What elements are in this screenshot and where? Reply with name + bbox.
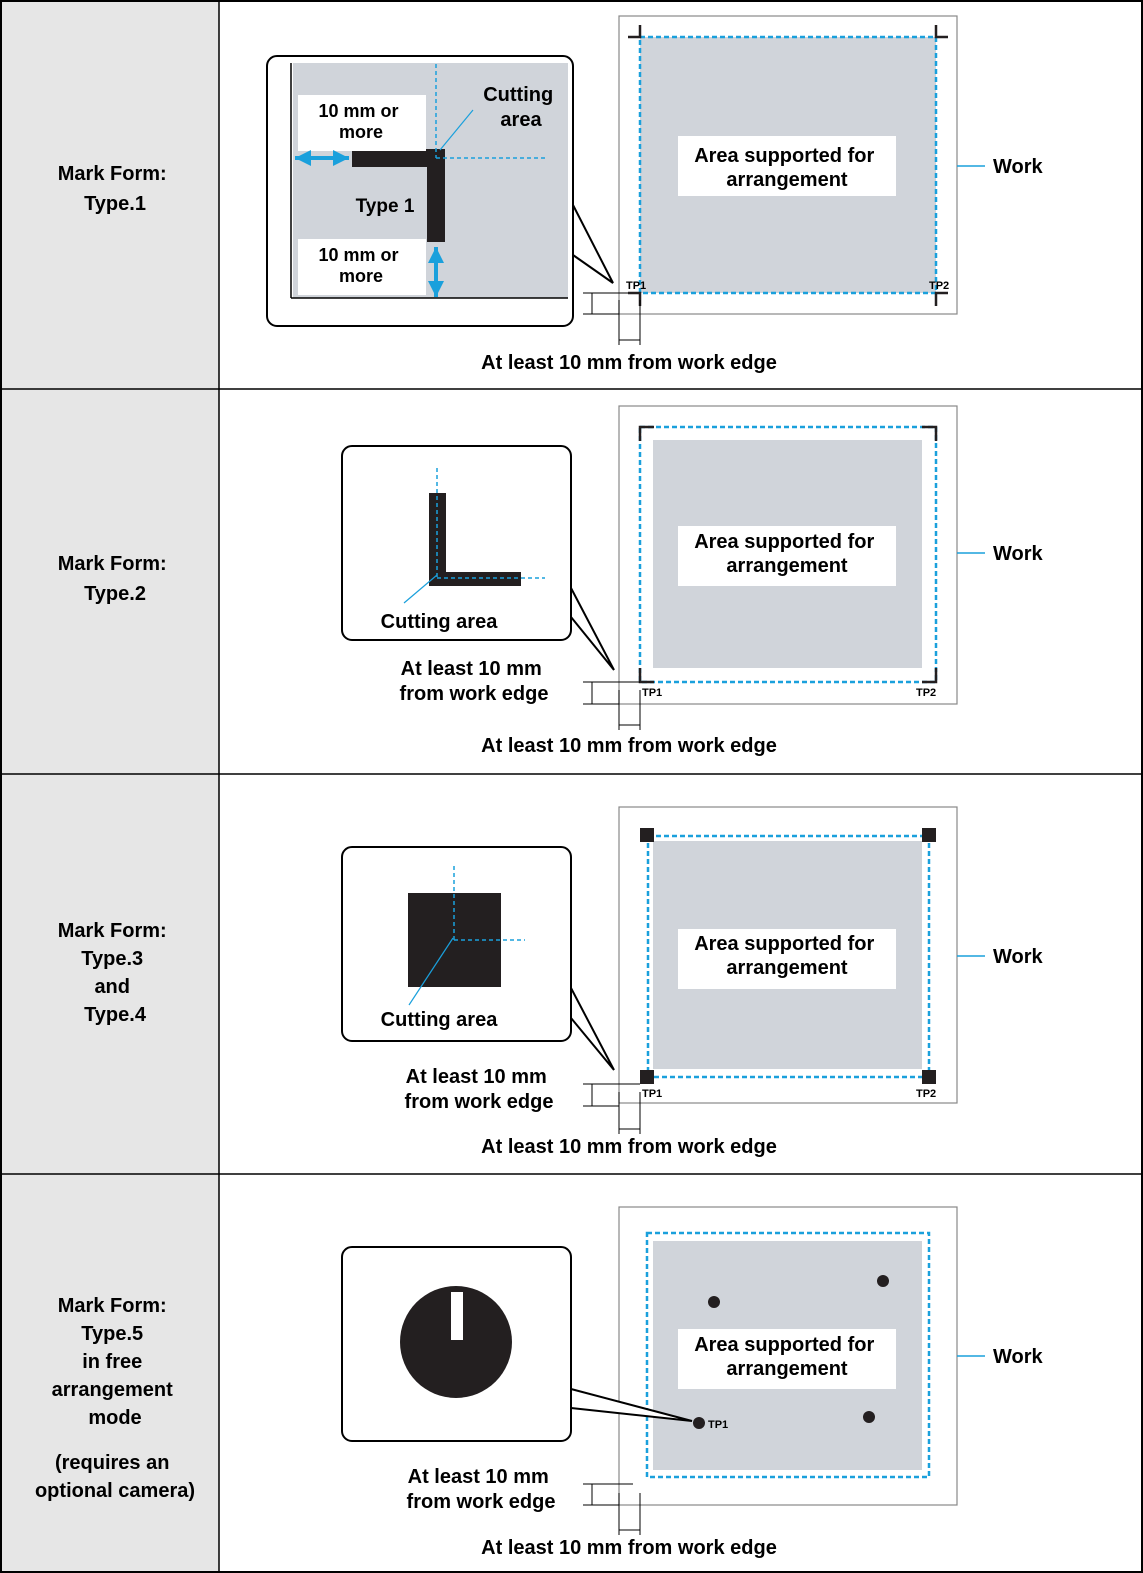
row-label: Mark Form: Type.1 bbox=[58, 163, 172, 215]
cutting-line bbox=[638, 35, 938, 295]
type5-notch bbox=[451, 1292, 463, 1340]
row-type2: Mark Form: Type.2 Area supported for arr… bbox=[58, 405, 1044, 757]
side-note: At least 10 mm from work edge bbox=[405, 1066, 554, 1113]
tp2-label: TP2 bbox=[916, 687, 936, 699]
tp1-label: TP1 bbox=[626, 280, 646, 292]
area-label: Area supported for arrangement bbox=[694, 933, 880, 979]
cutting-area-label: Cutting area bbox=[483, 84, 559, 131]
work-label: Work bbox=[993, 156, 1044, 178]
square-mark bbox=[922, 828, 936, 842]
dimension-marks bbox=[583, 1483, 641, 1535]
corner-mark bbox=[922, 668, 938, 684]
round-mark bbox=[708, 1296, 720, 1308]
margin-label: 10 mm or more bbox=[318, 245, 403, 286]
work-label: Work bbox=[993, 543, 1044, 565]
cutting-area-label: Cutting area bbox=[381, 1009, 499, 1031]
tp1-label: TP1 bbox=[642, 687, 662, 699]
corner-mark bbox=[628, 25, 642, 39]
dimension-marks bbox=[583, 1083, 641, 1134]
work-label: Work bbox=[993, 946, 1044, 968]
corner-mark bbox=[638, 425, 654, 441]
round-mark bbox=[693, 1417, 705, 1429]
cutting-line bbox=[645, 1231, 931, 1479]
row-type5: Mark Form: Type.5 in free arrangement mo… bbox=[35, 1206, 1044, 1559]
side-note: At least 10 mm from work edge bbox=[400, 658, 549, 705]
bottom-note: At least 10 mm from work edge bbox=[481, 1136, 777, 1158]
tp2-label: TP2 bbox=[916, 1088, 936, 1100]
callout-pointer bbox=[570, 587, 615, 671]
corner-mark bbox=[934, 25, 948, 39]
callout-box bbox=[341, 445, 572, 641]
type-label: Type 1 bbox=[356, 196, 415, 217]
bottom-note: At least 10 mm from work edge bbox=[481, 735, 777, 757]
row-label-note: (requires an optional camera) bbox=[35, 1452, 195, 1502]
type2-mark bbox=[429, 493, 521, 586]
row-label: Mark Form: Type.2 bbox=[58, 553, 172, 605]
tp1-label: TP1 bbox=[708, 1419, 728, 1431]
row-type1: Mark Form: Type.1 Area supported for arr… bbox=[58, 15, 1044, 374]
callout-pointer bbox=[572, 204, 614, 284]
row-label: Mark Form: Type.3 and Type.4 bbox=[58, 920, 172, 1026]
row-label: Mark Form: Type.5 in free arrangement mo… bbox=[52, 1295, 179, 1429]
callout-pointer bbox=[570, 987, 615, 1071]
callout-pointer bbox=[570, 1388, 693, 1422]
cutting-line bbox=[646, 834, 931, 1079]
square-mark bbox=[640, 828, 654, 842]
type5-mark bbox=[400, 1286, 512, 1398]
area-label: Area supported for arrangement bbox=[694, 145, 880, 191]
row-type3-4: Mark Form: Type.3 and Type.4 Area suppor… bbox=[58, 806, 1044, 1158]
tp2-label: TP2 bbox=[929, 280, 949, 292]
cutting-area-label: Cutting area bbox=[381, 611, 499, 633]
round-mark bbox=[877, 1275, 889, 1287]
bottom-note: At least 10 mm from work edge bbox=[481, 352, 777, 374]
square-mark bbox=[640, 1070, 654, 1084]
cutting-line bbox=[638, 425, 938, 684]
round-mark bbox=[863, 1411, 875, 1423]
dimension-marks bbox=[583, 681, 641, 730]
type1-mark bbox=[352, 149, 445, 242]
bottom-note: At least 10 mm from work edge bbox=[481, 1537, 777, 1559]
work-label: Work bbox=[993, 1346, 1044, 1368]
margin-label: 10 mm or more bbox=[318, 101, 403, 142]
tp1-label: TP1 bbox=[642, 1088, 662, 1100]
side-note: At least 10 mm from work edge bbox=[407, 1466, 556, 1513]
corner-mark bbox=[934, 291, 948, 306]
corner-mark bbox=[922, 425, 938, 441]
area-label: Area supported for arrangement bbox=[694, 1334, 880, 1380]
area-label: Area supported for arrangement bbox=[694, 531, 880, 577]
dimension-marks bbox=[583, 292, 641, 345]
square-mark bbox=[922, 1070, 936, 1084]
